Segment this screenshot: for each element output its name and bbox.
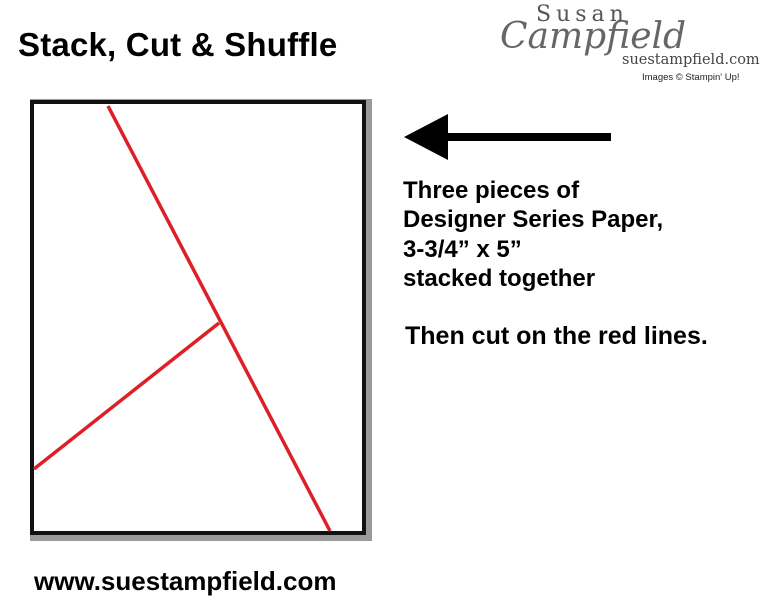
footer-url: www.suestampfield.com — [34, 566, 337, 596]
cut-line-diagonal — [106, 105, 332, 532]
caption-line: Three pieces of — [403, 177, 580, 204]
cut-instruction: Then cut on the red lines. — [405, 322, 708, 350]
brand-logo: Susan Campfield suestampfield.com Images… — [496, 2, 766, 86]
caption-line: 3-3/4” x 5” — [403, 235, 522, 263]
page-title: Stack, Cut & Shuffle — [18, 26, 338, 63]
logo-url: suestampfield.com — [622, 52, 760, 68]
image-credit: Images © Stampin' Up! — [642, 72, 740, 83]
logo-last-name: Campfield — [500, 16, 687, 57]
description-text: Three pieces of Designer Series Paper, 3… — [403, 176, 663, 293]
cut-line-branch — [32, 321, 221, 471]
caption-line: Designer Series Paper, — [403, 206, 664, 234]
logo-first-name: Susan — [536, 2, 629, 27]
left-arrow-icon — [404, 114, 611, 160]
caption-line: stacked together — [403, 264, 596, 292]
paper-rectangle — [30, 100, 366, 535]
